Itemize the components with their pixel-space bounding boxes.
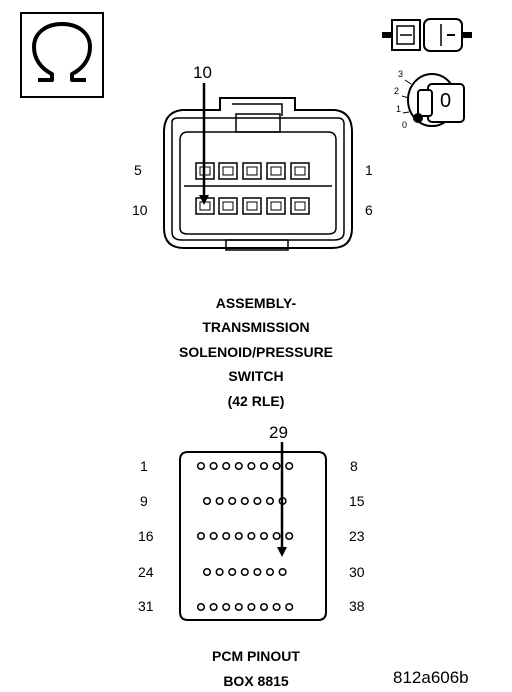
pcm-row-2-left: 9 bbox=[140, 493, 148, 509]
pcm-pin bbox=[222, 531, 231, 541]
pcm-pin bbox=[228, 567, 237, 577]
pcm-pin bbox=[272, 531, 281, 541]
callout-label-29: 29 bbox=[269, 423, 288, 442]
connector1-label-top-left: 5 bbox=[134, 162, 142, 178]
pcm-pin bbox=[234, 461, 243, 471]
ignition-position-3: 3 bbox=[398, 69, 404, 79]
pcm-pin bbox=[196, 461, 206, 471]
title-line-1: ASSEMBLY- bbox=[215, 295, 297, 311]
pcm-pin bbox=[247, 461, 256, 471]
pcm-pin bbox=[259, 602, 269, 612]
pcm-pin bbox=[202, 567, 212, 577]
connector1-cavity-terminal bbox=[222, 201, 234, 211]
pcm-pin bbox=[259, 531, 269, 541]
connector1-label-bottom-left: 10 bbox=[132, 202, 148, 218]
connector1-cavity-terminal bbox=[246, 201, 258, 211]
pcm-pin bbox=[265, 567, 275, 577]
ignition-position-0: 0 bbox=[402, 120, 408, 130]
connector1-cavity-terminal bbox=[294, 201, 306, 211]
pcm-pin bbox=[234, 531, 243, 541]
connector1-cavity-terminal bbox=[270, 166, 282, 176]
connector1-label-bottom-right: 6 bbox=[365, 202, 373, 218]
pcm-caption-line-2: BOX 8815 bbox=[223, 673, 289, 689]
pcm-row-5-left: 31 bbox=[138, 598, 154, 614]
connector1-cavity bbox=[218, 162, 238, 180]
title-line-4: SWITCH bbox=[228, 368, 284, 384]
pcm-caption-line-1: PCM PINOUT bbox=[212, 648, 300, 664]
connector1-cavity bbox=[218, 197, 238, 215]
pcm-row-5-right: 38 bbox=[349, 598, 365, 614]
title-line-5: (42 RLE) bbox=[227, 393, 285, 409]
solenoid-connector-cavities bbox=[195, 162, 310, 215]
pcm-pin bbox=[240, 496, 249, 506]
pcm-pin bbox=[196, 602, 206, 612]
ignition-position-1: 1 bbox=[396, 104, 402, 114]
connector1-cavity-terminal bbox=[222, 166, 234, 176]
pcm-pin bbox=[265, 496, 275, 506]
pcm-pin bbox=[209, 602, 218, 612]
connector1-cavity-terminal bbox=[199, 201, 211, 211]
pcm-pin bbox=[285, 461, 294, 471]
connector1-cavity bbox=[266, 197, 286, 215]
figure-code: 812a606b bbox=[393, 668, 469, 687]
pcm-pin bbox=[247, 531, 256, 541]
connector1-cavity-terminal bbox=[270, 201, 282, 211]
connector1-cavity bbox=[242, 197, 262, 215]
pcm-row-4-right: 30 bbox=[349, 564, 365, 580]
pcm-pin bbox=[215, 496, 224, 506]
connector1-cavity-terminal bbox=[246, 166, 258, 176]
connector1-cavity-terminal bbox=[294, 166, 306, 176]
pcm-pin bbox=[240, 567, 249, 577]
connector1-label-top-right: 1 bbox=[365, 162, 373, 178]
pcm-connector-housing bbox=[179, 451, 327, 621]
pcm-pin bbox=[272, 602, 281, 612]
pcm-pin bbox=[222, 602, 231, 612]
pcm-pin bbox=[215, 567, 224, 577]
pcm-row-1-right: 8 bbox=[350, 458, 358, 474]
pcm-pin bbox=[253, 496, 262, 506]
connector1-cavity bbox=[195, 197, 215, 215]
pcm-pin bbox=[253, 567, 262, 577]
ignition-key-label: 0 bbox=[440, 90, 452, 112]
connector1-cavity bbox=[242, 162, 262, 180]
pcm-pin bbox=[228, 496, 237, 506]
pcm-pin bbox=[272, 461, 281, 471]
pcm-pin-grid bbox=[196, 461, 294, 612]
title-line-2: TRANSMISSION bbox=[202, 319, 310, 335]
ignition-key-icon bbox=[401, 73, 465, 127]
pcm-pin bbox=[196, 531, 206, 541]
solenoid-connector-housing bbox=[163, 97, 353, 251]
pcm-row-4-left: 24 bbox=[138, 564, 154, 580]
pcm-pin bbox=[285, 531, 294, 541]
connector1-cavity bbox=[290, 197, 310, 215]
pcm-row-1-left: 1 bbox=[140, 458, 148, 474]
pcm-pin bbox=[222, 461, 231, 471]
pcm-pin bbox=[209, 461, 218, 471]
pcm-pin bbox=[259, 461, 269, 471]
ohm-symbol-icon bbox=[20, 12, 104, 98]
pcm-row-3-right: 23 bbox=[349, 528, 365, 544]
callout-label-10: 10 bbox=[193, 63, 212, 82]
pcm-pin bbox=[278, 567, 287, 577]
pcm-pin bbox=[202, 496, 212, 506]
pcm-row-2-right: 15 bbox=[349, 493, 365, 509]
pcm-pin bbox=[285, 602, 294, 612]
pcm-pin bbox=[234, 602, 243, 612]
title-line-3: SOLENOID/PRESSURE bbox=[178, 344, 334, 360]
connector-plug-icon bbox=[382, 18, 472, 52]
connector1-cavity bbox=[266, 162, 286, 180]
connector1-cavity bbox=[290, 162, 310, 180]
pcm-pin bbox=[247, 602, 256, 612]
pcm-pin bbox=[209, 531, 218, 541]
pcm-row-3-left: 16 bbox=[138, 528, 154, 544]
ignition-position-2: 2 bbox=[394, 86, 400, 96]
